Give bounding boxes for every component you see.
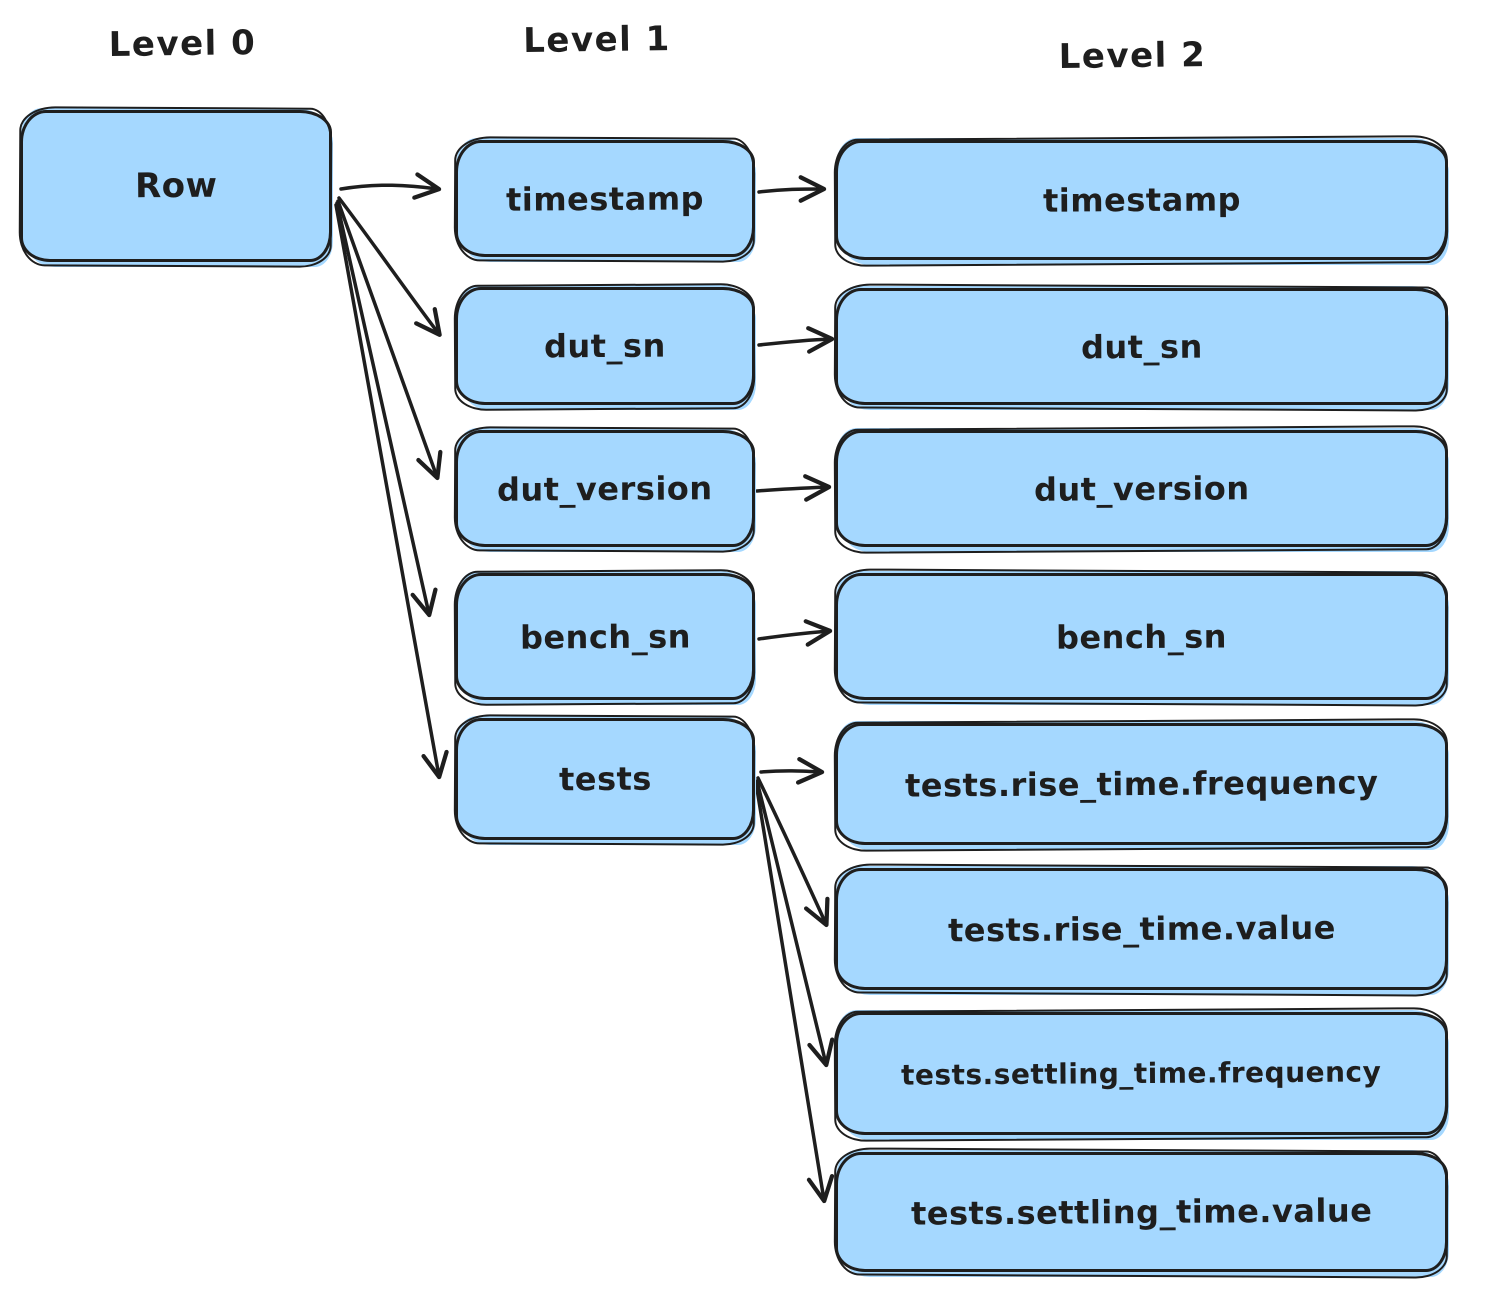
column-header-level-0: Level 0 <box>108 22 257 66</box>
arrow-row-to-dut-version <box>336 199 443 481</box>
node-label: tests <box>558 759 652 799</box>
node-level2-tests-settling-time-frequency: tests.settling_time.frequency <box>835 1012 1448 1135</box>
node-label: tests.settling_time.frequency <box>901 1055 1382 1092</box>
node-label: dut_sn <box>1080 327 1203 366</box>
node-level1-tests: tests <box>455 718 755 840</box>
arrow-timestamp-to-timestamp <box>757 175 827 203</box>
arrow-tests-to-rise-time-value <box>756 776 830 928</box>
arrow-dut-sn-to-dut-sn <box>757 326 835 354</box>
node-row: Row <box>20 110 332 262</box>
node-label: dut_version <box>497 468 713 509</box>
node-level1-bench-sn: bench_sn <box>455 573 755 700</box>
arrow-row-to-bench-sn <box>335 201 438 618</box>
arrow-bench-sn-to-bench-sn <box>757 619 833 647</box>
arrow-dut-version-to-dut-version <box>755 474 832 502</box>
column-header-level-2: Level 2 <box>1058 34 1207 78</box>
node-level1-dut-sn: dut_sn <box>455 287 755 405</box>
arrow-tests-to-rise-time-frequency <box>759 757 825 785</box>
node-level2-timestamp: timestamp <box>835 140 1448 260</box>
node-level2-bench-sn: bench_sn <box>835 573 1448 700</box>
node-label: tests.rise_time.frequency <box>904 763 1379 805</box>
node-label: tests.settling_time.value <box>910 1191 1373 1233</box>
arrow-row-to-tests <box>334 203 449 780</box>
node-level1-dut-version: dut_version <box>455 430 755 547</box>
node-label: bench_sn <box>519 616 691 657</box>
node-level2-dut-version: dut_version <box>835 430 1448 547</box>
node-label: Row <box>134 165 218 207</box>
node-label: timestamp <box>1042 180 1241 220</box>
arrow-row-to-dut-sn <box>337 196 442 337</box>
node-level2-dut-sn: dut_sn <box>835 288 1448 405</box>
node-level2-tests-rise-time-value: tests.rise_time.value <box>835 868 1448 990</box>
node-level1-timestamp: timestamp <box>455 140 755 257</box>
node-label: tests.rise_time.value <box>947 908 1336 950</box>
arrow-tests-to-settling-time-frequency <box>755 779 835 1068</box>
node-label: timestamp <box>505 178 705 219</box>
column-header-level-1: Level 1 <box>522 18 672 62</box>
arrow-row-to-timestamp <box>339 172 442 200</box>
node-level2-tests-settling-time-value: tests.settling_time.value <box>835 1152 1448 1272</box>
arrow-tests-to-settling-time-value <box>754 781 835 1204</box>
node-level2-tests-rise-time-frequency: tests.rise_time.frequency <box>835 723 1448 845</box>
node-label: bench_sn <box>1055 616 1228 657</box>
node-label: dut_sn <box>543 326 667 366</box>
node-label: dut_version <box>1033 468 1250 509</box>
